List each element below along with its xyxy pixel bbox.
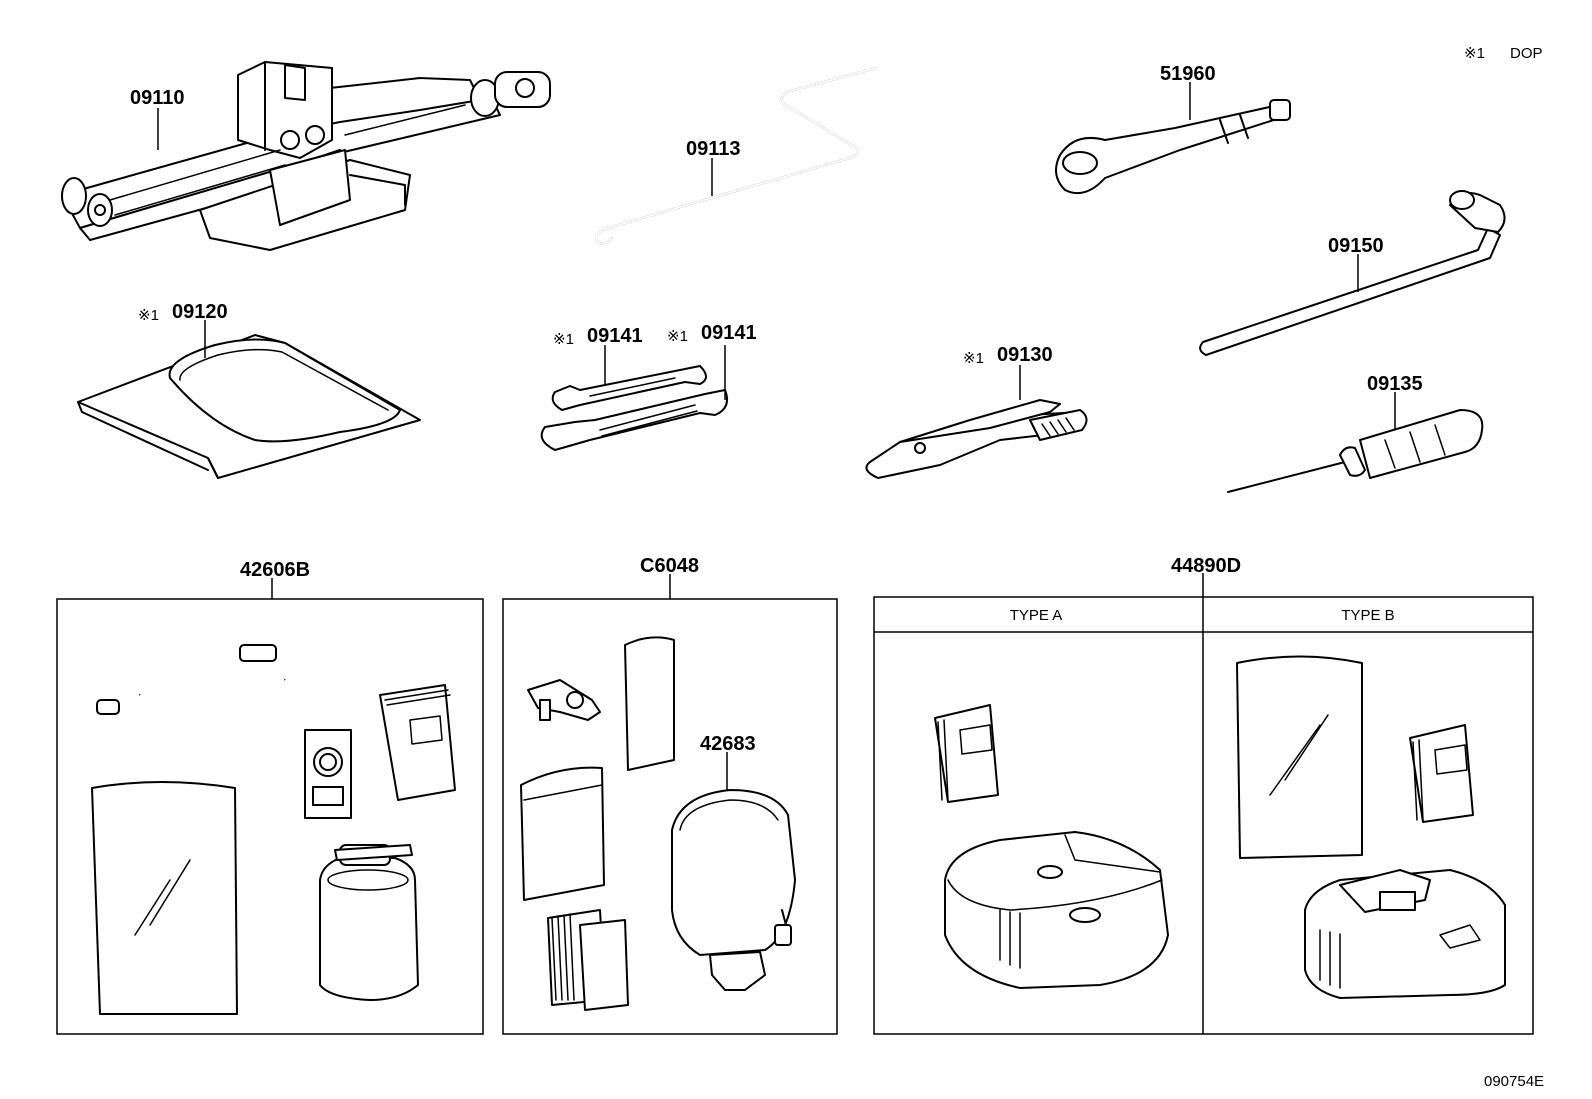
jack-handle-illustration — [595, 67, 877, 245]
wrench-pair-illustration — [540, 365, 728, 451]
type-a-label: TYPE A — [1010, 607, 1063, 624]
bag-dop-mark: ※1 — [138, 307, 159, 324]
legend-mark: ※1 — [1464, 45, 1485, 62]
screwdriver-illustration — [1227, 409, 1484, 493]
wrench-a-label: 09141 — [587, 325, 643, 347]
type-b-contents — [1236, 655, 1506, 999]
drawing-code: 090754E — [1484, 1073, 1544, 1090]
repair-kit-contents — [91, 644, 456, 1015]
eye-wrench-label: 51960 — [1160, 63, 1216, 85]
handle-label: 09113 — [686, 138, 741, 160]
wrench-a-dop-mark: ※1 — [553, 331, 574, 348]
kit-c-contents — [520, 636, 796, 1011]
bag-label: 09120 — [172, 301, 228, 323]
sealant-label: 42683 — [700, 733, 756, 755]
legend-text: DOP — [1510, 45, 1543, 62]
pliers-dop-mark: ※1 — [963, 350, 984, 367]
compressor-kit-label: 44890D — [1171, 555, 1241, 577]
jack-illustration — [61, 61, 551, 251]
kit-c-label: C6048 — [640, 555, 699, 577]
type-b-label: TYPE B — [1341, 607, 1394, 624]
wrench-b-label: 09141 — [701, 322, 757, 344]
lug-wrench-label: 09150 — [1328, 235, 1384, 257]
screwdriver-label: 09135 — [1367, 373, 1423, 395]
repair-kit-box — [56, 598, 484, 1035]
wrench-b-dop-mark: ※1 — [667, 328, 688, 345]
repair-kit-label: 42606B — [240, 559, 310, 581]
tool-bag-illustration — [77, 334, 421, 479]
lug-wrench-illustration — [1199, 190, 1506, 356]
eye-wrench-illustration — [1055, 99, 1291, 194]
type-a-contents — [934, 704, 1169, 989]
jack-label: 09110 — [130, 87, 185, 109]
pliers-illustration — [865, 399, 1088, 479]
pliers-label: 09130 — [997, 344, 1053, 366]
